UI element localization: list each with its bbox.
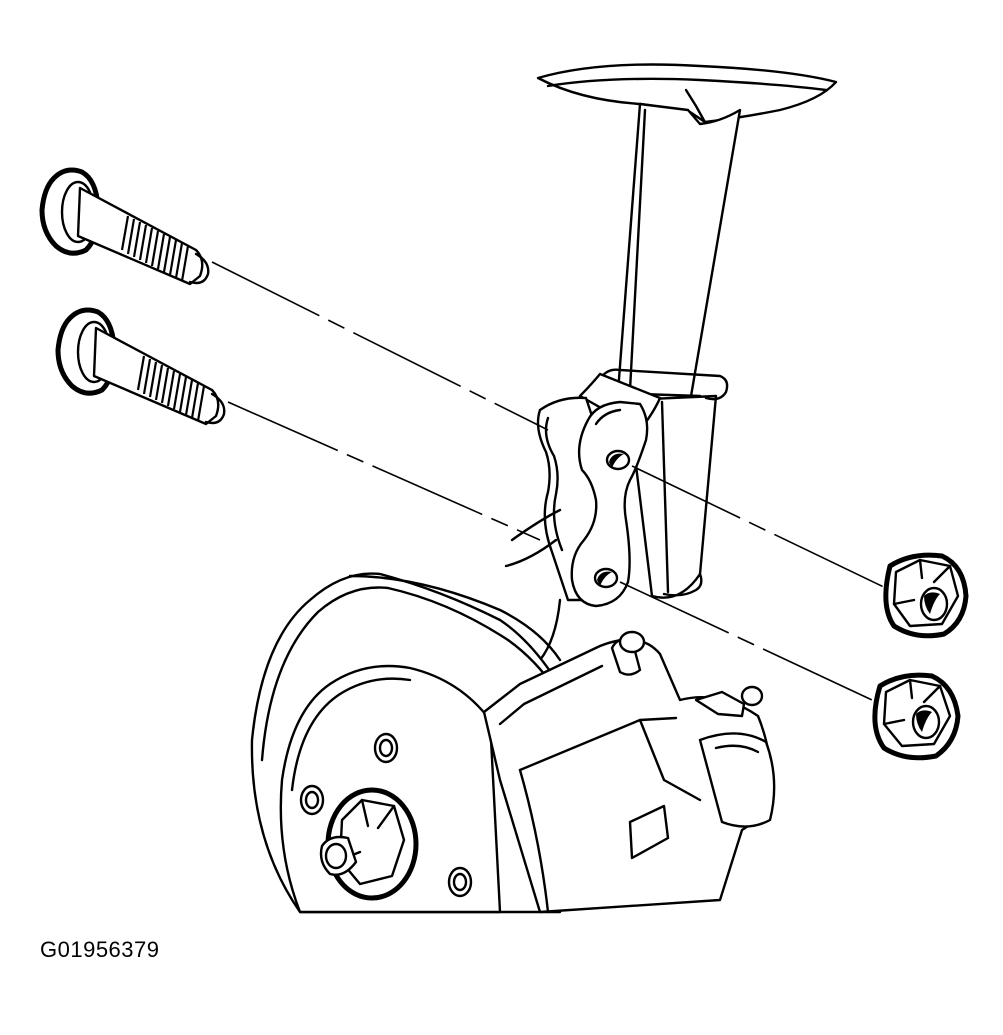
bolt-icon [55, 307, 226, 426]
bolt-icon [39, 167, 210, 286]
strut-bracket-icon [504, 396, 649, 662]
wheel-stud-icon [447, 866, 473, 898]
alignment-lines [211, 261, 891, 701]
upper-nut-axis-line [631, 465, 891, 591]
upper-bolt-axis-line [211, 261, 549, 431]
brake-caliper-icon [482, 630, 776, 914]
hub-nut-icon [319, 787, 419, 901]
flange-nut-icon [872, 672, 961, 761]
lower-bolt-threads [136, 355, 206, 422]
figure-id-label: G01956379 [40, 937, 160, 962]
wheel-stud-icon [299, 784, 325, 816]
lower-nut-axis-line [619, 581, 873, 701]
upper-bolt-threads [120, 215, 190, 282]
lower-bolt-axis-line [227, 401, 541, 541]
strut-icon [536, 63, 838, 599]
wheel-stud-icon [373, 732, 399, 764]
flange-nut-icon [883, 552, 969, 639]
